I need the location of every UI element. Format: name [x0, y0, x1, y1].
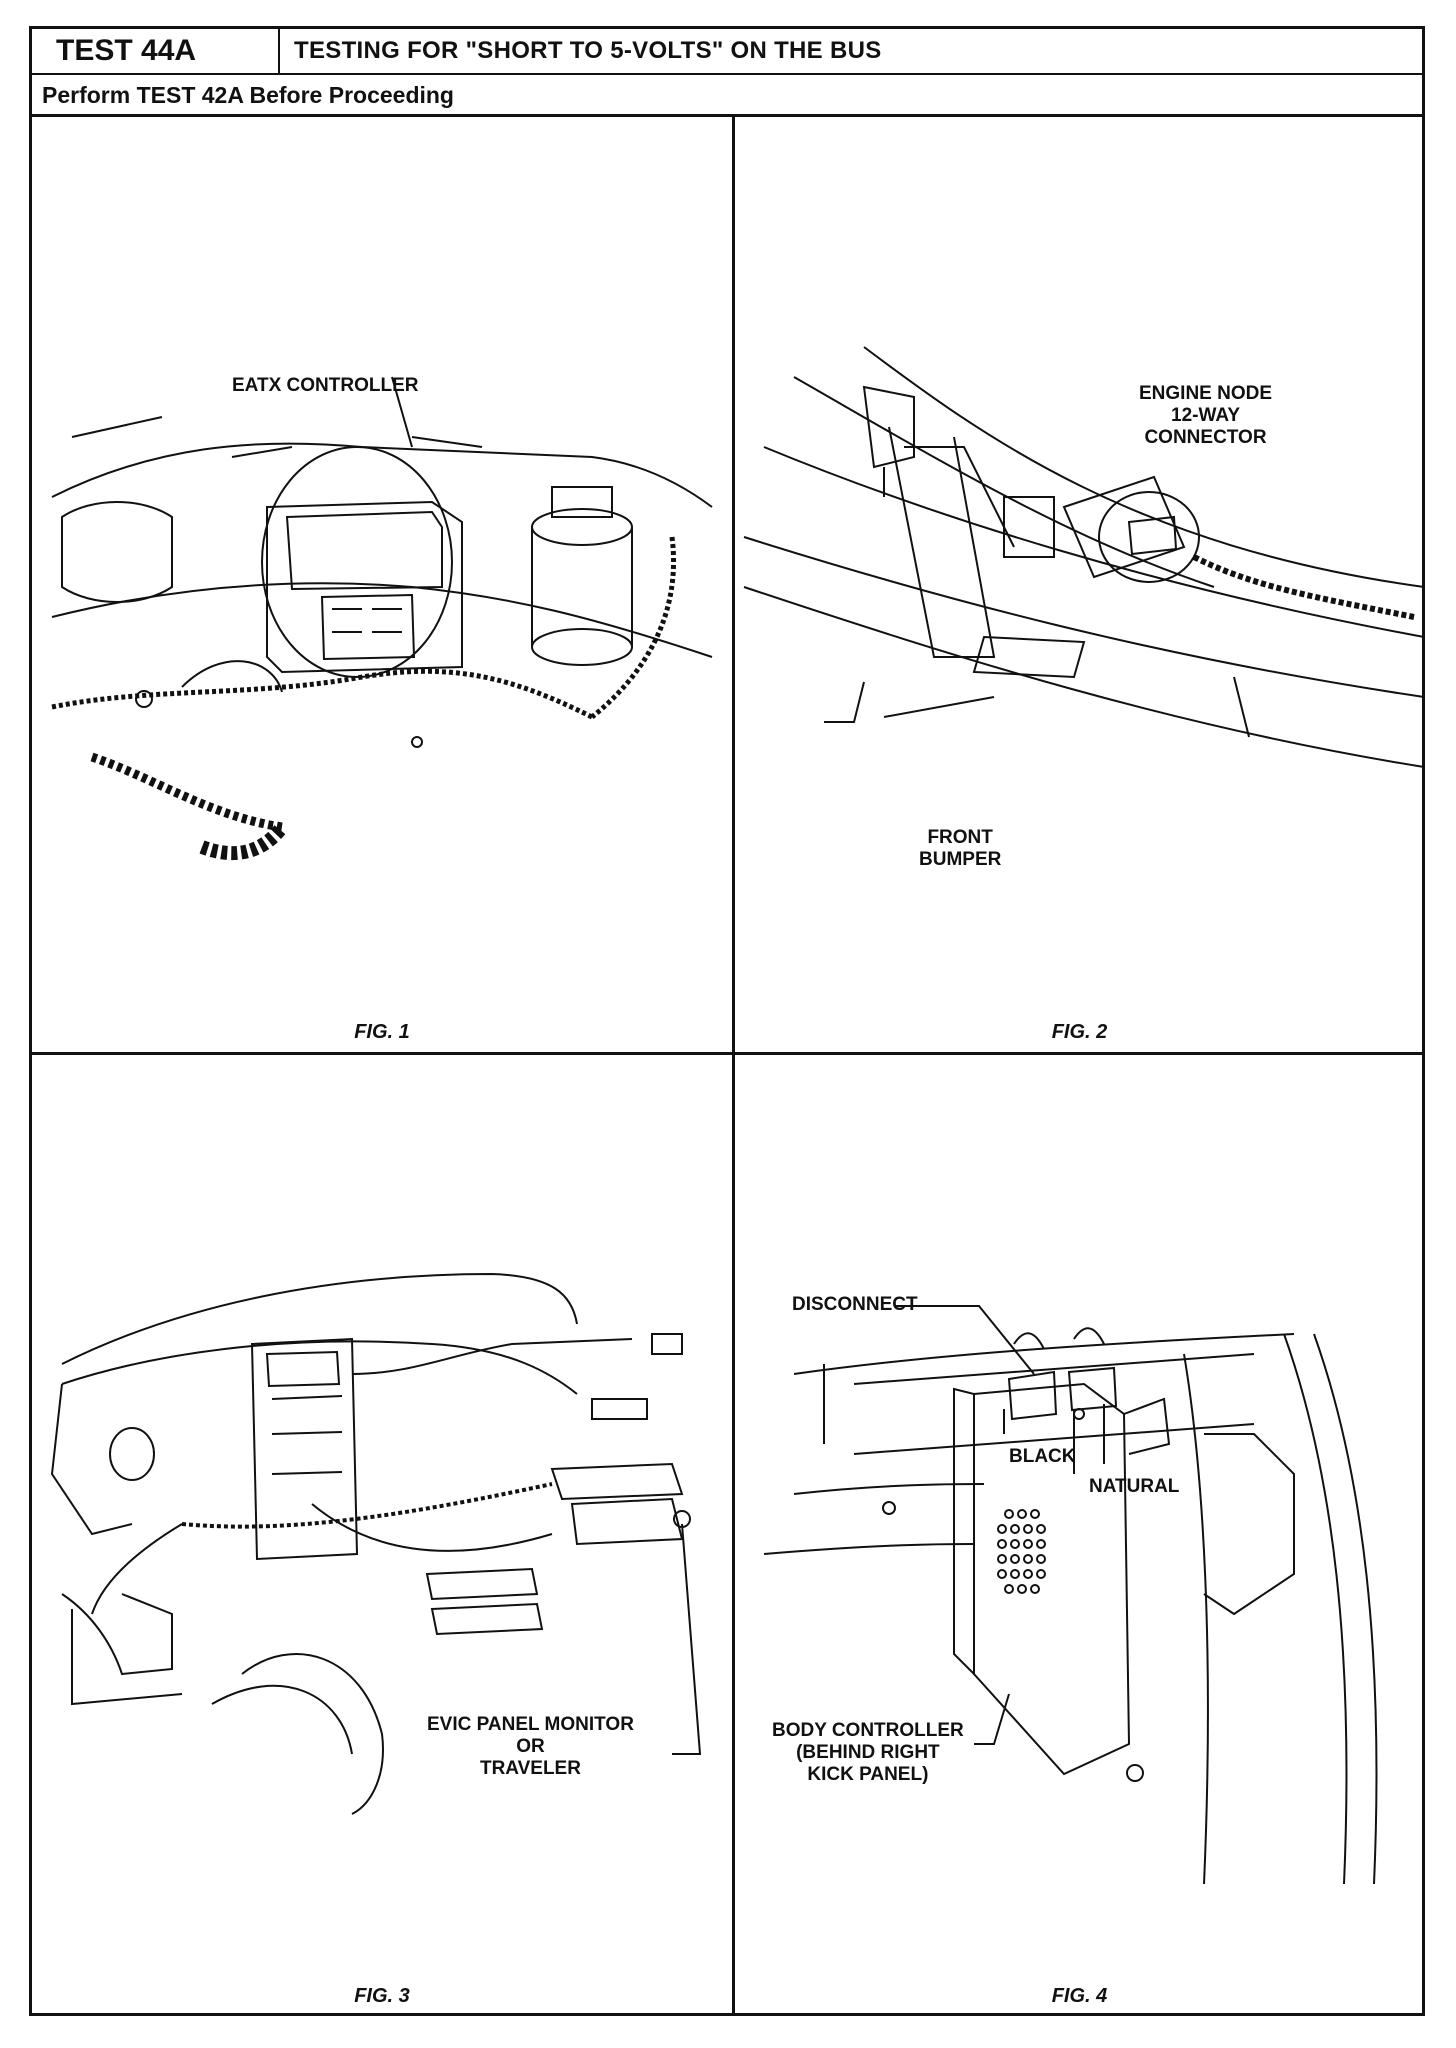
callout-evic-panel-monitor: EVIC PANEL MONITOR OR TRAVELER [427, 1714, 634, 1779]
callout-disconnect: DISCONNECT [792, 1294, 918, 1315]
callout-body-controller: BODY CONTROLLER (BEHIND RIGHT KICK PANEL… [772, 1720, 964, 1785]
body-controller-illustration [763, 1233, 1378, 1885]
header-row: TEST 44A TESTING FOR "SHORT TO 5-VOLTS" … [32, 29, 1422, 75]
figure-2-panel: FRONT BUMPER ENGINE NODE 12-WAY CONNECTO… [734, 117, 1425, 1052]
figure-3-panel: EVIC PANEL MONITOR OR TRAVELER FIG. 3 [32, 1054, 732, 2016]
figure-1-panel: EATX CONTROLLER FIG. 1 [32, 117, 732, 1052]
evic-panel-illustration [50, 1272, 702, 1815]
callout-eatx-controller: EATX CONTROLLER [232, 375, 419, 396]
figure-2-caption: FIG. 2 [1051, 1021, 1108, 1043]
figure-1-caption: FIG. 1 [354, 1021, 410, 1043]
horizontal-divider [32, 1052, 1422, 1055]
eatx-controller-illustration [51, 376, 713, 861]
figure-4-panel: DISCONNECT BLACK NATURAL BODY CONTROLLER… [734, 1054, 1425, 2016]
engine-node-connector-illustration [743, 346, 1425, 768]
page-frame: TEST 44A TESTING FOR "SHORT TO 5-VOLTS" … [29, 26, 1425, 2016]
callout-black: BLACK [1009, 1446, 1076, 1467]
callout-engine-node-connector: FRONT BUMPER ENGINE NODE 12-WAY CONNECTO… [1139, 383, 1272, 449]
test-title: TESTING FOR "SHORT TO 5-VOLTS" ON THE BU… [294, 37, 882, 64]
figure-4-caption: FIG. 4 [1051, 1985, 1108, 2007]
figure-3-caption: FIG. 3 [354, 1985, 410, 2007]
test-id: TEST 44A [32, 29, 280, 73]
callout-engine-node-text: ENGINE NODE 12-WAY CONNECTOR [1139, 383, 1273, 448]
callout-natural: NATURAL [1089, 1476, 1180, 1497]
vertical-divider [732, 117, 735, 2016]
prerequisite-note: Perform TEST 42A Before Proceeding [32, 75, 1422, 117]
callout-front-bumper: FRONT BUMPER [919, 827, 1002, 870]
